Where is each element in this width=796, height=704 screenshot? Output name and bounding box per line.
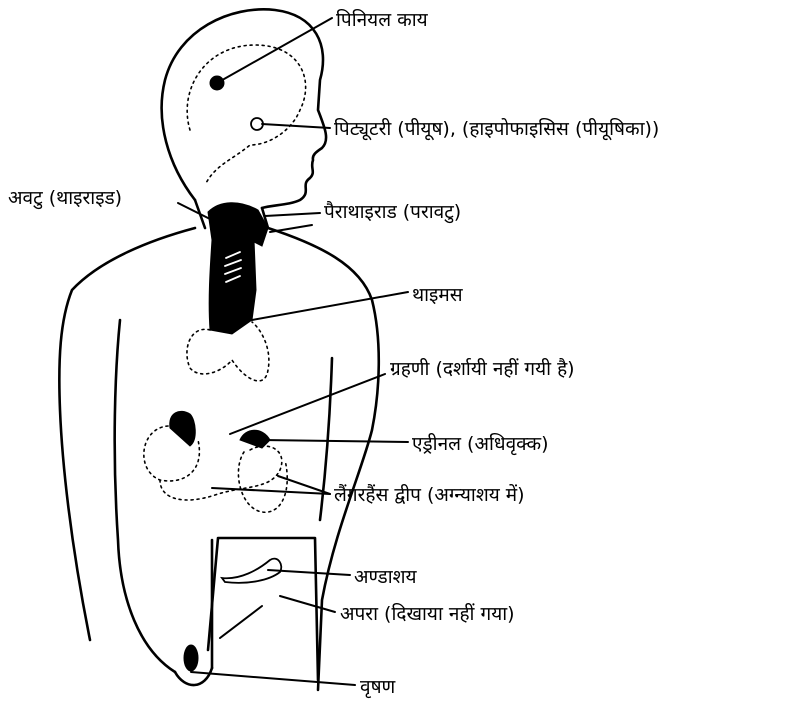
label-langerhans: लैंगरहैंस द्वीप (अग्न्याशय में) (334, 483, 525, 507)
pancreas (160, 446, 282, 500)
trachea (209, 240, 256, 334)
label-thyroid: अवटु (थाइराइड) (8, 186, 122, 210)
label-duodenum: ग्रहणी (दर्शायी नहीं गयी है) (390, 357, 575, 381)
label-parathyroid: पैराथाइराड (परावटु) (324, 200, 461, 224)
right-kidney (238, 452, 287, 512)
label-thymus: थाइमस (412, 283, 463, 307)
torso-outline-left (59, 228, 195, 640)
head-outline (162, 9, 326, 208)
label-pituitary: पिट्यूटरी (पीयूष), (हाइपोफाइसिस (पीयूषिक… (334, 117, 659, 141)
label-pineal: पिनियल काय (336, 8, 428, 32)
label-placenta: अपरा (दिखाया नहीं गया) (340, 602, 515, 626)
testis-gland (184, 645, 198, 671)
ovary-inset-box (208, 538, 318, 680)
left-adrenal (170, 411, 195, 446)
label-ovary: अण्डाशय (354, 565, 417, 589)
label-adrenal: एड्रीनल (अधिवृक्क) (412, 432, 549, 456)
label-testis: वृषण (360, 675, 395, 699)
